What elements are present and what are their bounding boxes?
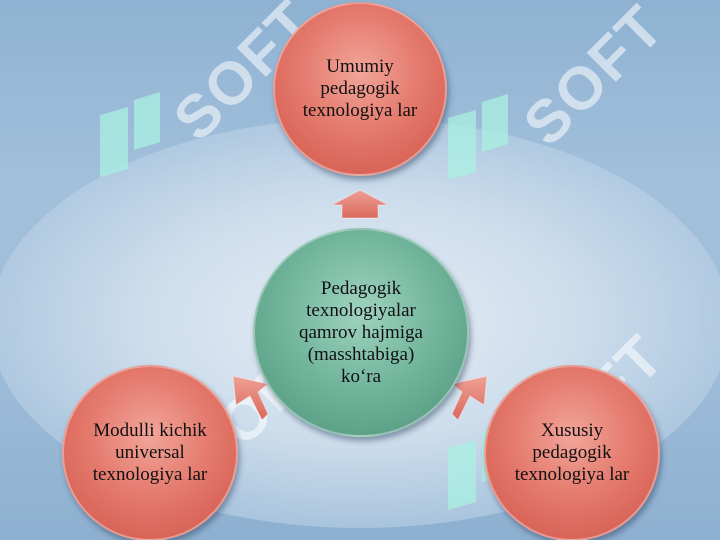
left-node: Modulli kichik universal texnologiya lar [62,365,238,540]
center-node-label: Pedagogik texnologiyalar qamrov hajmiga … [299,277,423,387]
top-node-label: Umumiy pedagogik texnologiya lar [302,56,418,121]
left-node-label: Modulli kichik universal texnologiya lar [92,420,208,485]
arrow-up-icon [331,189,389,219]
right-node-label: Xususiy pedagogik texnologiya lar [514,420,630,485]
center-node: Pedagogik texnologiyalar qamrov hajmiga … [253,228,469,437]
right-node: Xususiy pedagogik texnologiya lar [484,365,660,540]
arrow-left-icon [232,375,270,421]
arrow-right-icon [450,375,488,421]
top-node: Umumiy pedagogik texnologiya lar [273,2,447,176]
